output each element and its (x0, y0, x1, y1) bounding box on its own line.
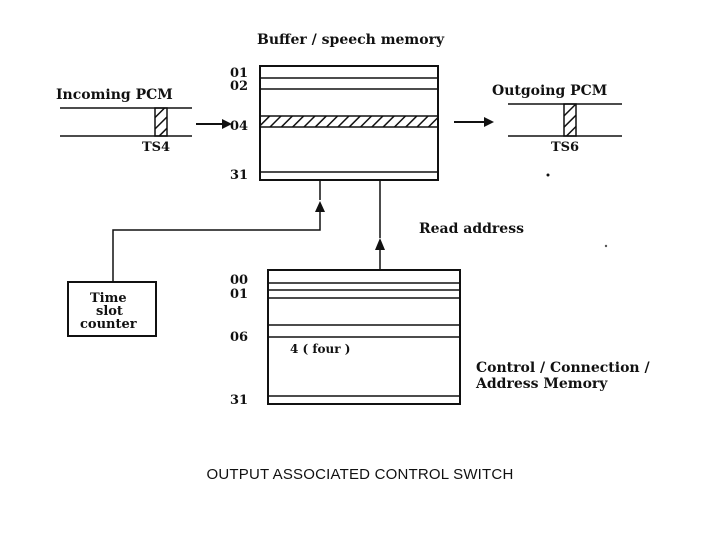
time-slot-counter-line3: counter (80, 317, 137, 332)
read-address-line (375, 181, 385, 270)
buffer-slot-31-label: 31 (230, 168, 248, 183)
stray-dot (604, 244, 608, 248)
buffer-memory-title: Buffer / speech memory (257, 32, 445, 48)
outgoing-timeslot-label: TS6 (551, 140, 579, 155)
control-memory-title-line1: Control / Connection / (476, 360, 650, 376)
outgoing-timeslot-box (563, 103, 577, 137)
outgoing-pcm-line (508, 103, 622, 137)
time-slot-counter-line1: Time (90, 291, 127, 306)
incoming-pcm-label: Incoming PCM (56, 87, 173, 103)
buffer-slot-01-label: 01 (230, 66, 248, 81)
input-arrow (196, 119, 232, 129)
read-address-label: Read address (419, 221, 524, 237)
control-entry-text: 4 ( four ) (290, 342, 350, 356)
output-arrow (454, 117, 494, 127)
control-memory-title-line2: Address Memory (475, 376, 608, 392)
control-memory-block (267, 269, 461, 405)
buffer-memory-block (259, 65, 439, 181)
control-slot-31-label: 31 (230, 393, 248, 408)
control-slot-06-label: 06 (230, 330, 248, 345)
time-slot-counter-box (67, 281, 157, 337)
outgoing-pcm-label: Outgoing PCM (492, 83, 607, 99)
control-slot-01-label: 01 (230, 287, 248, 302)
incoming-timeslot-label: TS4 (142, 140, 170, 155)
stray-dot (546, 173, 550, 177)
buffer-slot-04-label: 04 (230, 119, 248, 134)
buffer-slot-02-label: 02 (230, 79, 248, 94)
figure-caption: OUTPUT ASSOCIATED CONTROL SWITCH (206, 466, 514, 483)
write-address-path (112, 181, 325, 282)
incoming-timeslot-box (154, 107, 168, 137)
incoming-pcm-line (60, 107, 192, 137)
control-slot-00-label: 00 (230, 273, 248, 288)
buffer-slot-04-hatched (259, 115, 439, 128)
time-slot-counter-line2: slot (96, 304, 123, 319)
